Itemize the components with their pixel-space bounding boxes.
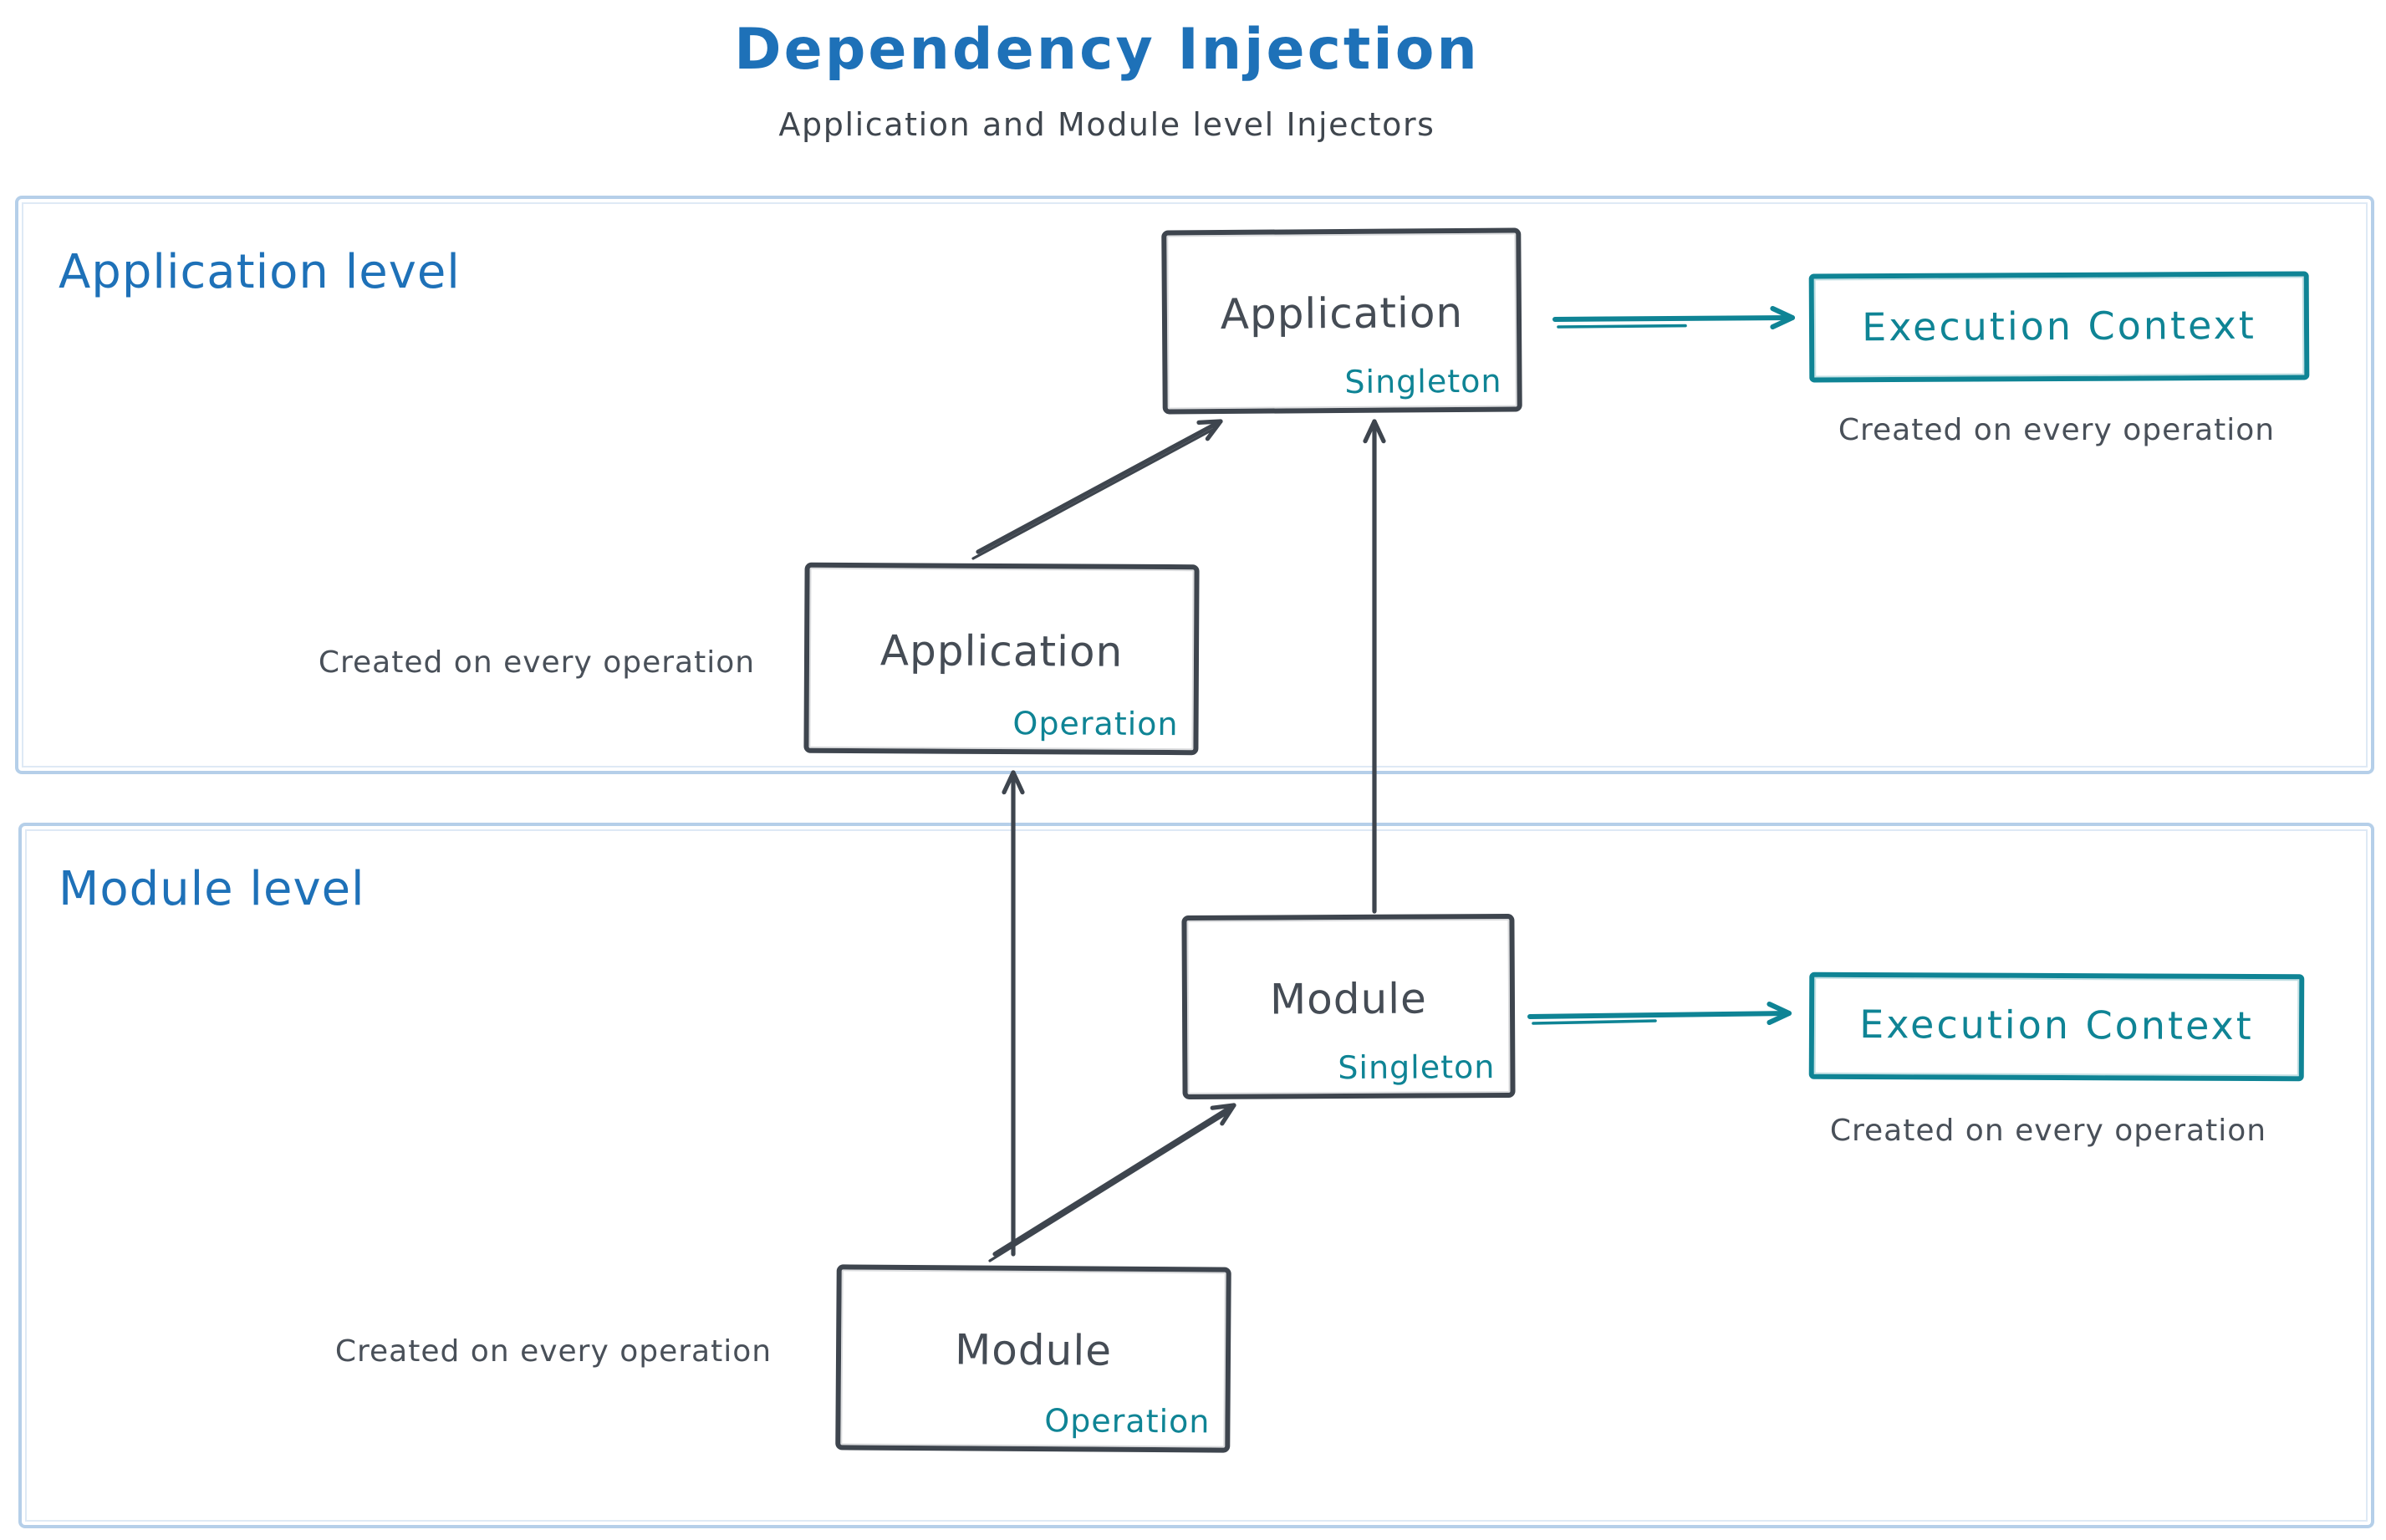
module-execution-context-title: Execution Context [1859,1003,2254,1050]
application-level-label: Application level [59,244,461,299]
module-execution-context-box: Execution Context [1808,971,2305,1082]
application-operation-title: Application [879,625,1124,676]
module-execution-context-note: Created on every operation [1829,1114,2267,1149]
module-singleton-scope-tag: Singleton [1338,1049,1496,1088]
module-operation-note: Created on every operation [334,1334,772,1369]
module-singleton-box: Module Singleton [1181,913,1516,1100]
diagram-subtitle: Application and Module level Injectors [778,107,1435,144]
application-level-container [15,196,2374,774]
application-operation-note: Created on every operation [318,645,756,681]
application-singleton-scope-tag: Singleton [1344,363,1502,401]
diagram-title: Dependency Injection [734,17,1480,84]
module-operation-title: Module [954,1325,1113,1375]
application-operation-box: Application Operation [803,562,1200,756]
module-operation-scope-tag: Operation [1044,1403,1211,1441]
application-singleton-title: Application [1220,287,1464,339]
module-operation-box: Module Operation [835,1264,1231,1453]
module-level-container [18,823,2374,1528]
application-execution-context-note: Created on every operation [1838,413,2276,448]
application-operation-scope-tag: Operation [1012,706,1179,744]
module-singleton-title: Module [1269,973,1428,1023]
application-singleton-box: Application Singleton [1161,227,1522,415]
application-execution-context-box: Execution Context [1808,271,2310,383]
application-execution-context-title: Execution Context [1862,303,2256,350]
module-level-label: Module level [59,861,365,916]
